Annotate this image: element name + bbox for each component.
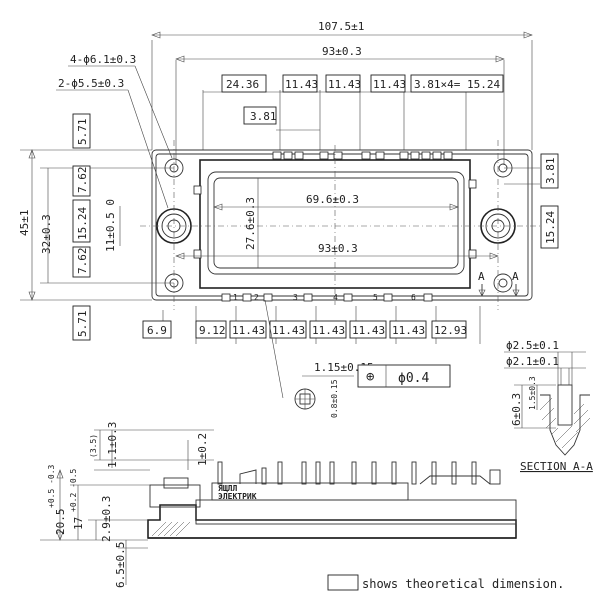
dim-height-total: 45±1 xyxy=(18,210,31,237)
dim-height-holes: 32±0.3 xyxy=(40,214,53,254)
side-label-line1: ЯЩЛЛ xyxy=(218,484,237,493)
dim-left-571-top: 5.71 xyxy=(76,119,89,146)
pin-number-3: 3 xyxy=(293,293,298,302)
dim-pin-pitch-1: 11.43 xyxy=(285,78,318,91)
section-depth: 6±0.3 xyxy=(510,393,523,426)
dim-right-1524: 15.24 xyxy=(544,211,557,244)
dim-pin-pitch-3: 11.43 xyxy=(373,78,406,91)
bottom-pins xyxy=(221,293,433,302)
dim-inner-width: 69.6±0.3 xyxy=(306,193,359,206)
side-height-total-tol: +0.5 -0.3 xyxy=(47,464,56,508)
side-height-base: 2.9±0.3 xyxy=(100,496,113,542)
side-pin-len: 1.1±0.3 xyxy=(106,422,119,468)
bottom-pin-dim-1: 6.9 xyxy=(147,324,167,337)
dim-pin-first: 24.36 xyxy=(226,78,259,91)
dim-center: 11±0.5 0 xyxy=(104,199,117,252)
pin-number-1: 1 xyxy=(233,293,238,302)
section-title: SECTION A-A xyxy=(520,460,593,473)
section-marker-a-left: A xyxy=(478,270,485,283)
side-pins xyxy=(217,461,501,485)
dim-left-1524: 15.24 xyxy=(76,207,89,240)
dim-body-pitch: 93±0.3 xyxy=(318,242,358,255)
pin-pos-offset-v: 0.8±0.15 xyxy=(330,379,339,418)
bottom-pin-dim-7: 11.43 xyxy=(392,324,425,337)
section-dia-inner: ϕ2.1±0.1 xyxy=(506,355,559,368)
side-height-total: 20.5 xyxy=(54,509,67,536)
section-dia-outer: ϕ2.5±0.1 xyxy=(506,339,559,352)
side-pin-above: 1±0.2 xyxy=(196,433,209,466)
dim-right-381: 3.81 xyxy=(544,158,557,185)
section-depth-inner: 1.5±0.3 xyxy=(528,376,537,410)
bottom-pin-dim-6: 11.43 xyxy=(352,324,385,337)
legend-text: shows theoretical dimension. xyxy=(362,577,564,591)
dim-hole-pitch: 93±0.3 xyxy=(322,45,362,58)
dim-pin-pitch-2: 11.43 xyxy=(328,78,361,91)
dim-left-762-top: 7.62 xyxy=(76,167,89,194)
dim-hole-dia-2: 2-ϕ5.5±0.3 xyxy=(58,77,124,90)
top-pins xyxy=(272,151,453,160)
pin-number-2: 2 xyxy=(254,293,259,302)
bottom-pin-dim-3: 11.43 xyxy=(232,324,265,337)
side-height-flange: 6.5±0.5 xyxy=(114,542,127,588)
pin-number-5: 5 xyxy=(373,293,378,302)
pin-number-6: 6 xyxy=(411,293,416,302)
section-marker-a-right: A xyxy=(512,270,519,283)
bottom-pin-dim-8: 12.93 xyxy=(434,324,467,337)
side-pin-tip: (3.5) xyxy=(89,434,98,458)
position-symbol: ⊕ xyxy=(366,369,375,385)
dim-hole-dia-4: 4-ϕ6.1±0.3 xyxy=(70,53,136,66)
bottom-pin-dim-4: 11.43 xyxy=(272,324,305,337)
section-hatching xyxy=(539,397,591,449)
bottom-pin-dim-2: 9.12 xyxy=(199,324,226,337)
side-hatching xyxy=(151,521,191,537)
side-label-line2: ЭЛЕКТРИК xyxy=(218,492,257,501)
pin-number-4: 4 xyxy=(333,293,338,302)
pin-pos-tol-value: ϕ0.4 xyxy=(398,371,429,386)
theoretical-dimension-box xyxy=(327,574,359,591)
dim-overall-width: 107.5±1 xyxy=(318,20,364,33)
dim-pin-group: 3.81×4= 15.24 xyxy=(414,78,500,91)
dim-left-571-bottom: 5.71 xyxy=(76,311,89,338)
dim-left-762-bottom: 7.62 xyxy=(76,248,89,275)
side-height-body: 17 xyxy=(72,517,85,530)
bottom-pin-dim-5: 11.43 xyxy=(312,324,345,337)
dim-inner-height: 27.6±0.3 xyxy=(244,197,257,250)
side-height-body-tol: +0.2 -0.5 xyxy=(69,468,78,512)
dim-pin-small: 3.81 xyxy=(250,110,277,123)
